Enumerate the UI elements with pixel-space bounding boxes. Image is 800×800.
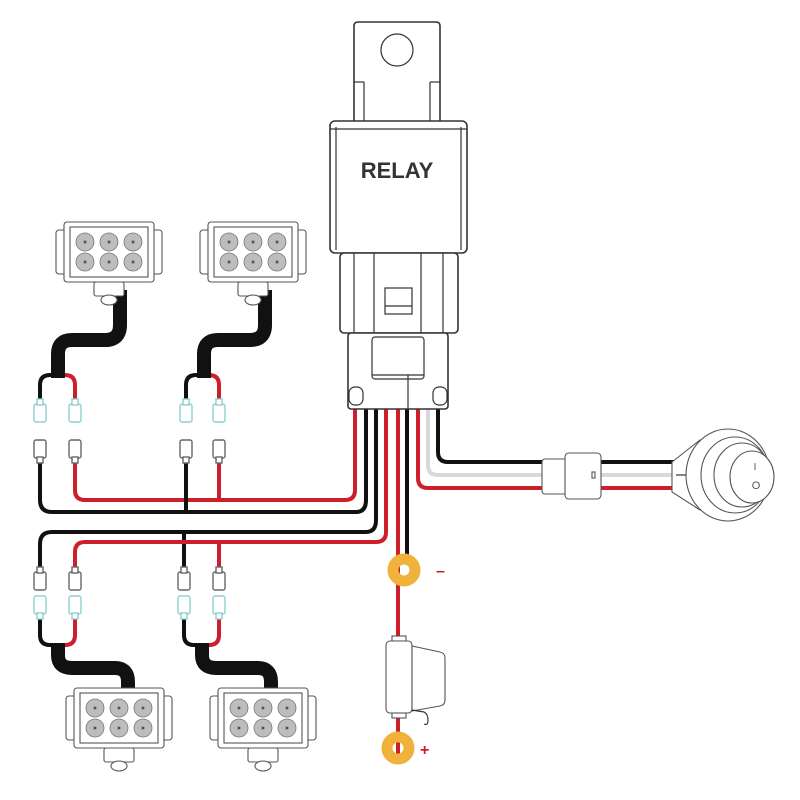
light-bottom-right <box>209 687 317 772</box>
wire-red-tl <box>60 373 77 412</box>
light-bottom-left <box>65 687 173 772</box>
wire-red-top-bus <box>73 406 357 502</box>
connector-male-bl-red[interactable] <box>68 595 82 620</box>
light-top-right <box>199 221 307 306</box>
wire-harness <box>38 290 702 762</box>
connector-male-tl-red[interactable] <box>68 398 82 423</box>
connector-female-tr-black[interactable] <box>179 439 193 464</box>
connector-male-tr-red[interactable] <box>212 398 226 423</box>
connector-male-br-black[interactable] <box>177 595 191 620</box>
wire-red-bottom-bus <box>73 406 388 572</box>
wire-black-switch <box>436 406 702 464</box>
relay[interactable]: RELAY <box>329 21 468 410</box>
cable-top-right-light <box>197 290 272 378</box>
connector-female-tr-red[interactable] <box>212 439 226 464</box>
connector-female-tl-red[interactable] <box>68 439 82 464</box>
connector-male-tr-black[interactable] <box>179 398 193 423</box>
connector-female-br-red[interactable] <box>212 566 226 591</box>
positive-sign: + <box>420 742 429 759</box>
switch-on-mark: I <box>754 462 757 473</box>
cable-top-left-light <box>51 290 127 378</box>
wire-black-tr <box>184 373 208 412</box>
wire-black-bl <box>38 618 62 647</box>
relay-mount-tab <box>353 21 441 126</box>
switch-off-mark: O <box>752 480 761 492</box>
ground-terminal[interactable] <box>387 553 421 587</box>
connector-male-bl-black[interactable] <box>33 595 47 620</box>
wire-black-tl <box>38 373 64 412</box>
relay-mount-hole <box>380 33 414 67</box>
rocker-switch[interactable]: I O <box>671 428 775 522</box>
wire-red-switch <box>416 406 702 490</box>
wire-white-switch <box>426 406 702 477</box>
cable-bottom-right-light <box>195 643 278 692</box>
inline-connector[interactable] <box>541 452 602 500</box>
bullet-connectors <box>33 398 226 620</box>
wire-black-top-bus <box>38 406 368 514</box>
light-top-left <box>55 221 163 306</box>
wire-red-bl <box>58 618 77 647</box>
relay-socket <box>339 252 459 334</box>
negative-sign: – <box>436 563 445 580</box>
relay-body <box>329 120 468 254</box>
wire-black-br <box>182 618 206 647</box>
fuse-holder[interactable] <box>385 635 446 726</box>
connector-male-br-red[interactable] <box>212 595 226 620</box>
relay-harness-plug <box>347 332 449 410</box>
positive-terminal[interactable] <box>381 731 415 765</box>
connector-female-tl-black[interactable] <box>33 439 47 464</box>
cable-bottom-left-light <box>51 643 135 692</box>
wire-black-bottom-bus <box>38 406 378 572</box>
connector-female-bl-black[interactable] <box>33 566 47 591</box>
connector-female-bl-red[interactable] <box>68 566 82 591</box>
relay-label: RELAY <box>361 158 434 183</box>
wire-red-br <box>202 618 221 647</box>
connector-male-tl-black[interactable] <box>33 398 47 423</box>
connector-female-br-black[interactable] <box>177 566 191 591</box>
